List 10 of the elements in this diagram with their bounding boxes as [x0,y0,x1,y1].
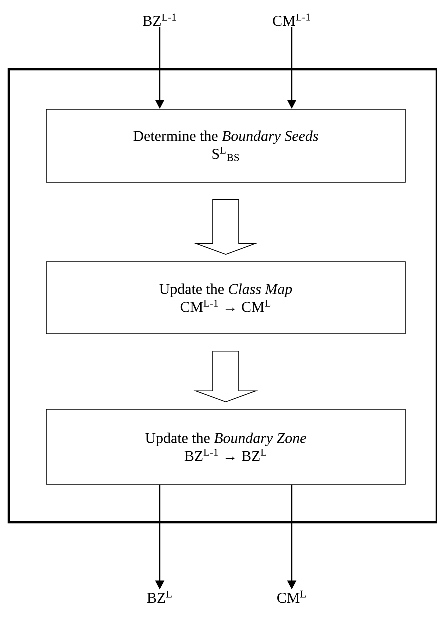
process-box: Determine the Boundary Seeds S$^{L}$BS [46,109,406,183]
block-arrow [194,351,258,403]
variable-label: CM$^{L-1}$ [273,14,310,26]
process-box: Update the Boundary Zone BZ$^{L-1}$ → BZ$^{L}$ [46,409,406,485]
variable-label: BZ$^{L}$ [147,590,172,604]
block-arrow [194,200,258,256]
variable-label: BZ$^{L-1}$ [143,14,176,26]
process-box: Update the Class Map CM$^{L-1}$ → CM$^{L}$ [46,262,406,334]
frame-box [8,68,437,524]
variable-label: CM$^{L}$ [278,590,306,604]
